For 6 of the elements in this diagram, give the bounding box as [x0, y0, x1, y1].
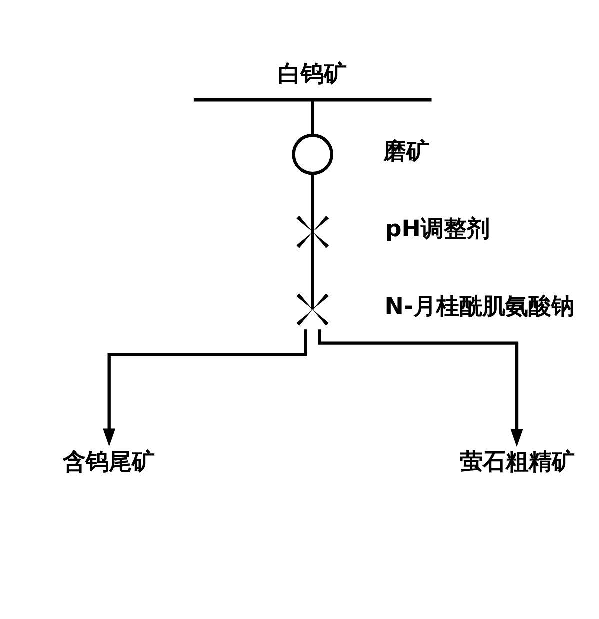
node-label: pH调整剂 — [385, 216, 490, 242]
node-label: 磨矿 — [383, 138, 430, 164]
node-text: 萤石粗精矿 — [460, 449, 575, 475]
node-label: N-月桂酰肌氨酸钠 — [384, 294, 574, 320]
node-text: 含钨尾矿 — [62, 449, 155, 475]
node-text: 白钨矿 — [278, 60, 347, 87]
